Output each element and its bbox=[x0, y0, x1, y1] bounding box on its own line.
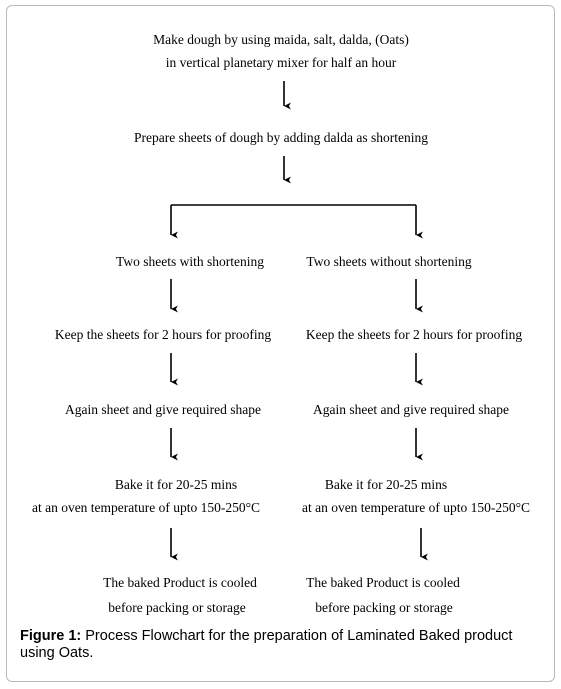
right-step-5-line-1: The baked Product is cooled bbox=[306, 575, 460, 590]
step-1-line-2: in vertical planetary mixer for half an … bbox=[165, 55, 397, 70]
right-step-4-line-2: at an oven temperature of upto 150-250°C bbox=[301, 500, 531, 515]
step-1-line-1: Make dough by using maida, salt, dalda, … bbox=[153, 32, 409, 47]
left-step-3: Again sheet and give required shape bbox=[64, 402, 262, 417]
left-step-2: Keep the sheets for 2 hours for proofing bbox=[54, 327, 272, 342]
step-2: Prepare sheets of dough by adding dalda … bbox=[134, 130, 428, 145]
right-step-4-line-1: Bake it for 20-25 mins bbox=[324, 477, 448, 492]
left-step-1: Two sheets with shortening bbox=[116, 254, 264, 269]
right-step-1: Two sheets without shortening bbox=[306, 254, 472, 269]
right-step-5-line-2: before packing or storage bbox=[315, 600, 453, 615]
caption-label: Figure 1: bbox=[20, 628, 82, 644]
right-step-3: Again sheet and give required shape bbox=[312, 402, 510, 417]
left-step-5-line-2: before packing or storage bbox=[108, 600, 246, 615]
left-step-4-line-1: Bake it for 20-25 mins bbox=[114, 477, 238, 492]
left-step-4-line-2: at an oven temperature of upto 150-250°C bbox=[31, 500, 261, 515]
caption-text: Process Flowchart for the preparation of… bbox=[20, 628, 513, 661]
right-step-2: Keep the sheets for 2 hours for proofing bbox=[305, 327, 523, 342]
left-step-5-line-1: The baked Product is cooled bbox=[103, 575, 257, 590]
figure-frame bbox=[6, 5, 555, 682]
figure-caption: Figure 1: Process Flowchart for the prep… bbox=[20, 628, 550, 662]
